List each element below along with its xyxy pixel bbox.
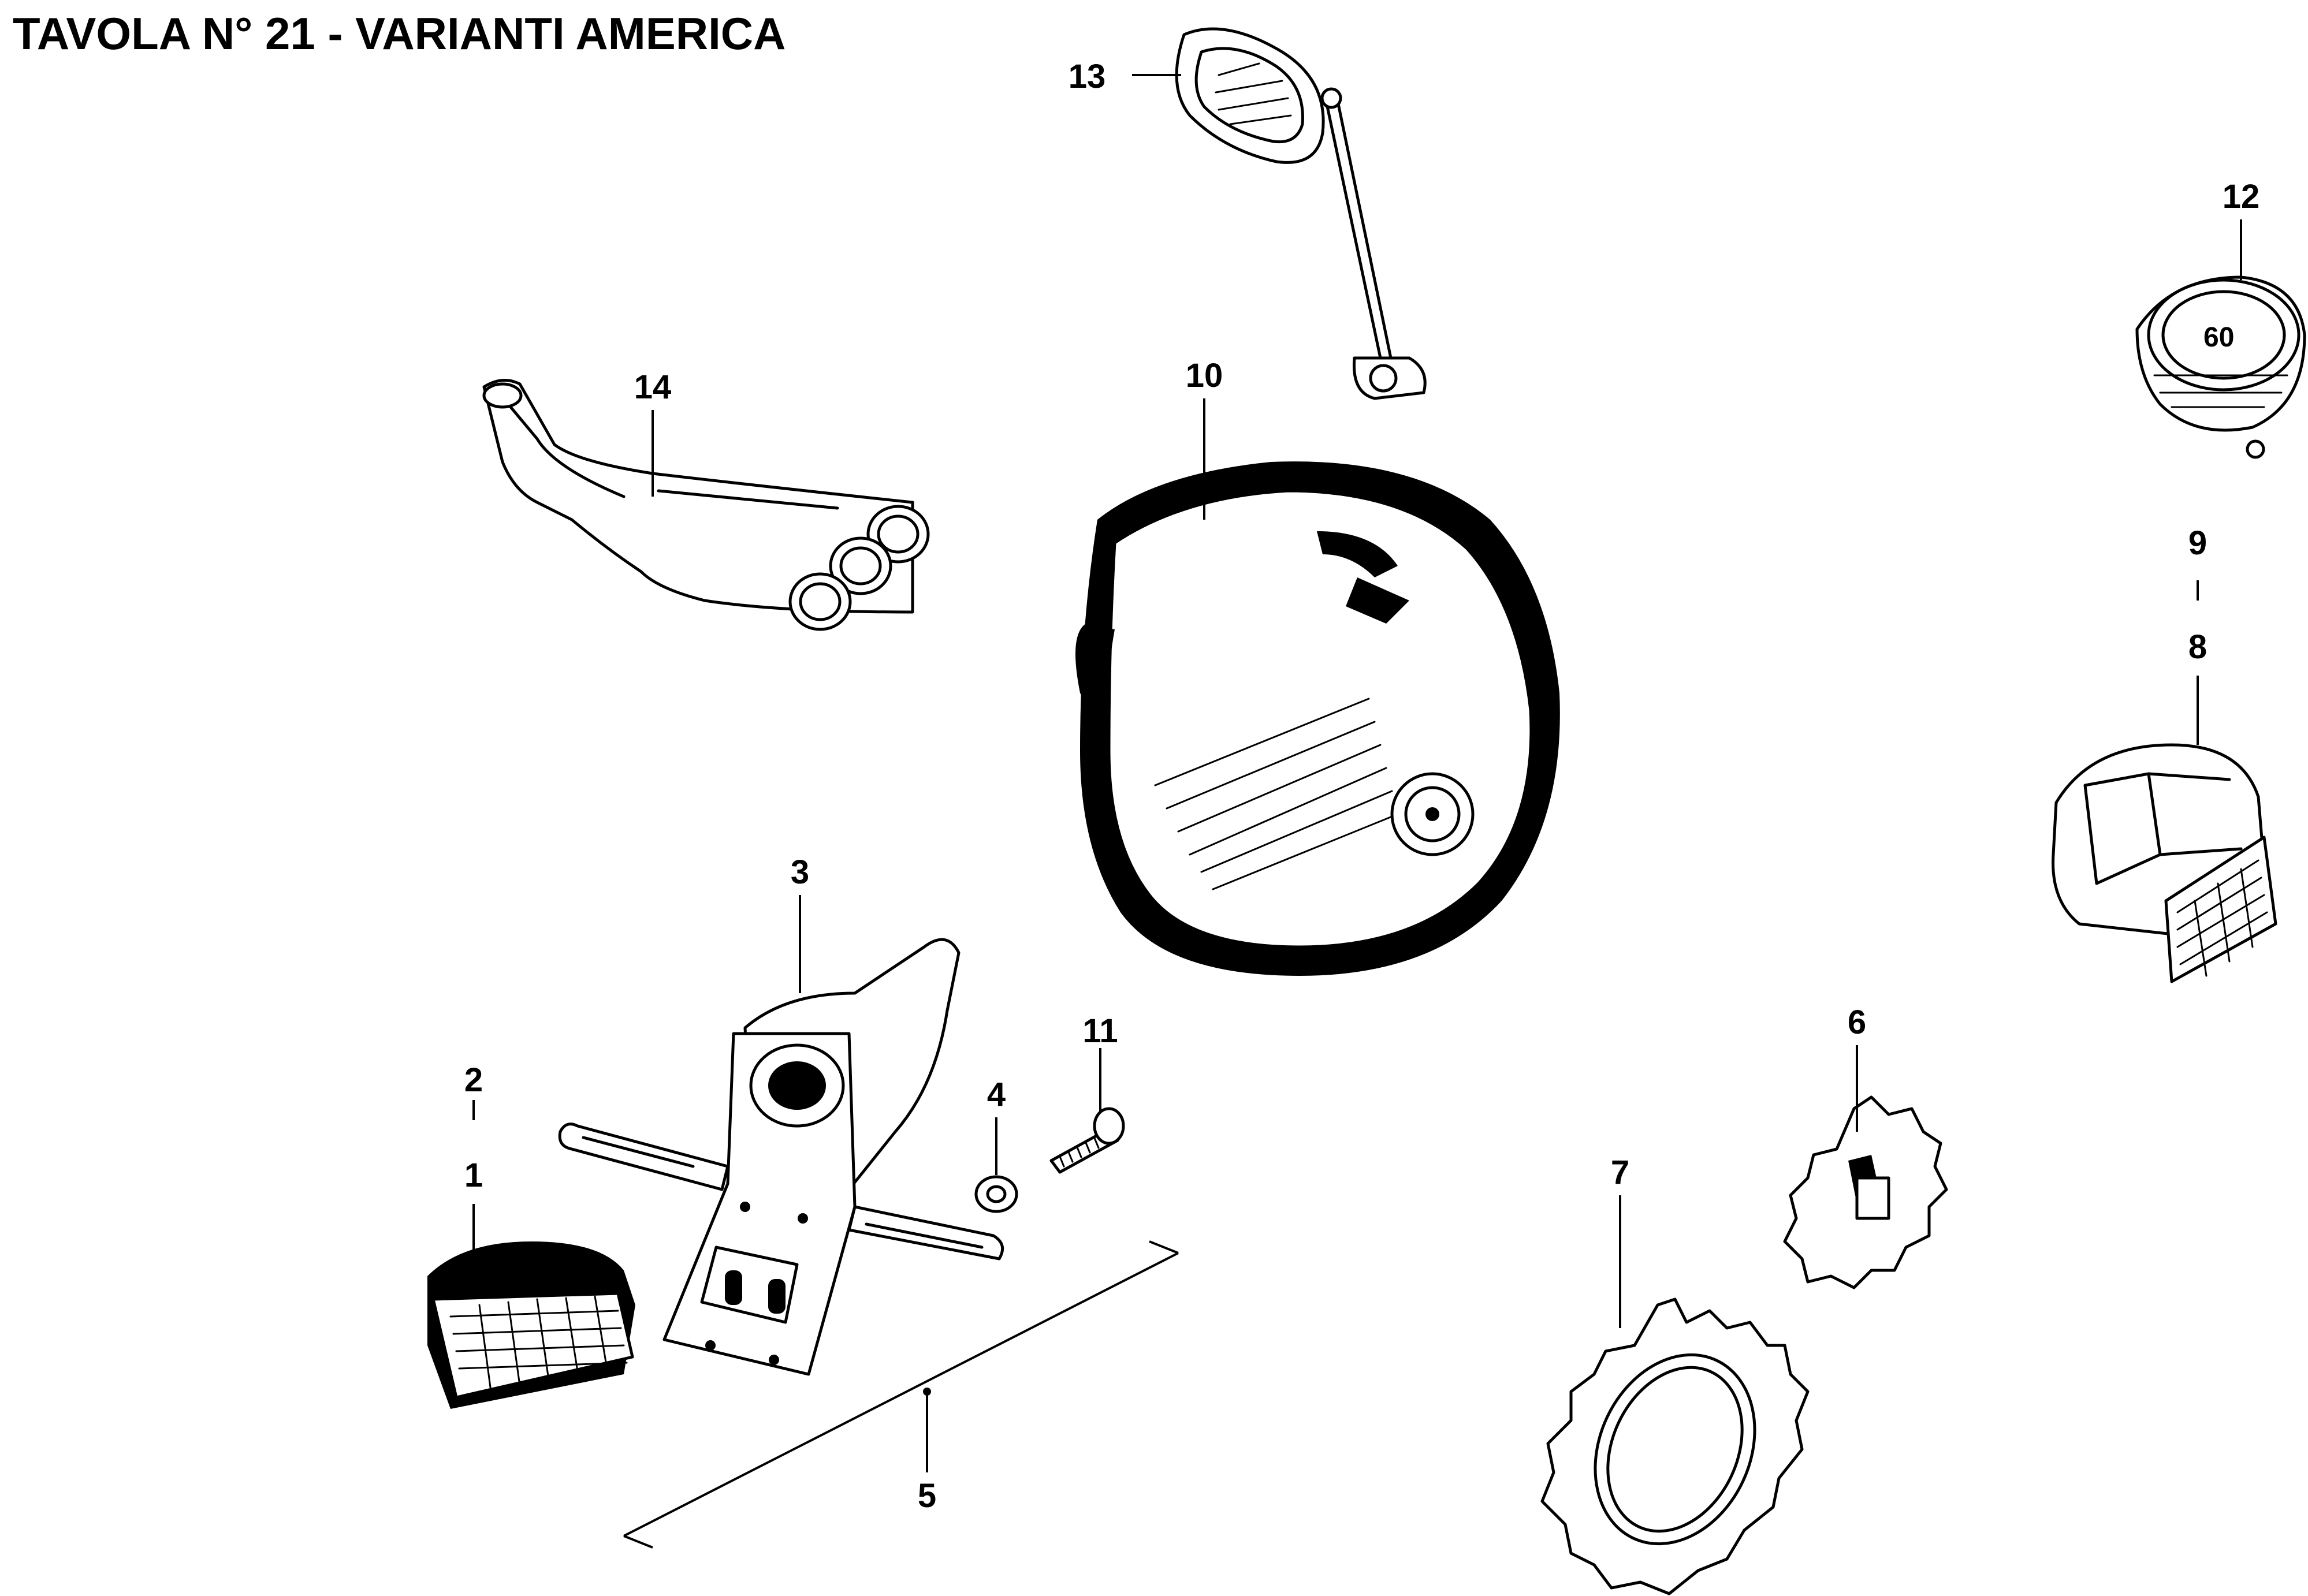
mirror-part [1175,27,1427,400]
callout-6: 6 [1848,1004,1866,1041]
bolt-part [1049,1107,1125,1174]
front-sprocket-part [1783,1095,1948,1289]
rear-lamp-part [427,1241,635,1409]
rear-sprocket-part [1540,1297,1810,1595]
headlamp-shell-part [1075,461,1560,976]
page-title: TAVOLA N° 21 - VARIANTI AMERICA [13,8,786,59]
license-plate-bracket-part [558,938,1004,1376]
assembly-bracket-line [623,1240,1179,1549]
speedo-dial-number: 60 [2203,322,2234,353]
nut-part [974,1175,1018,1213]
callout-11: 11 [1082,1012,1118,1050]
callout-3: 3 [791,853,809,891]
callout-14: 14 [634,368,672,406]
callout-1: 1 [464,1157,483,1194]
callout-5: 5 [918,1477,936,1515]
exhaust-manifold-part [482,379,930,631]
callout-12: 12 [2223,178,2260,215]
callout-7: 7 [1611,1154,1629,1191]
callout-2: 2 [464,1061,483,1099]
tail-lamp-reflector-part [2052,743,2277,983]
callout-9: 9 [2188,524,2207,562]
speedometer-part: 60 [2135,275,2306,459]
callout-10: 10 [1186,357,1223,394]
callout-4: 4 [987,1076,1006,1113]
callout-13: 13 [1069,58,1106,95]
callout-8: 8 [2188,628,2207,666]
